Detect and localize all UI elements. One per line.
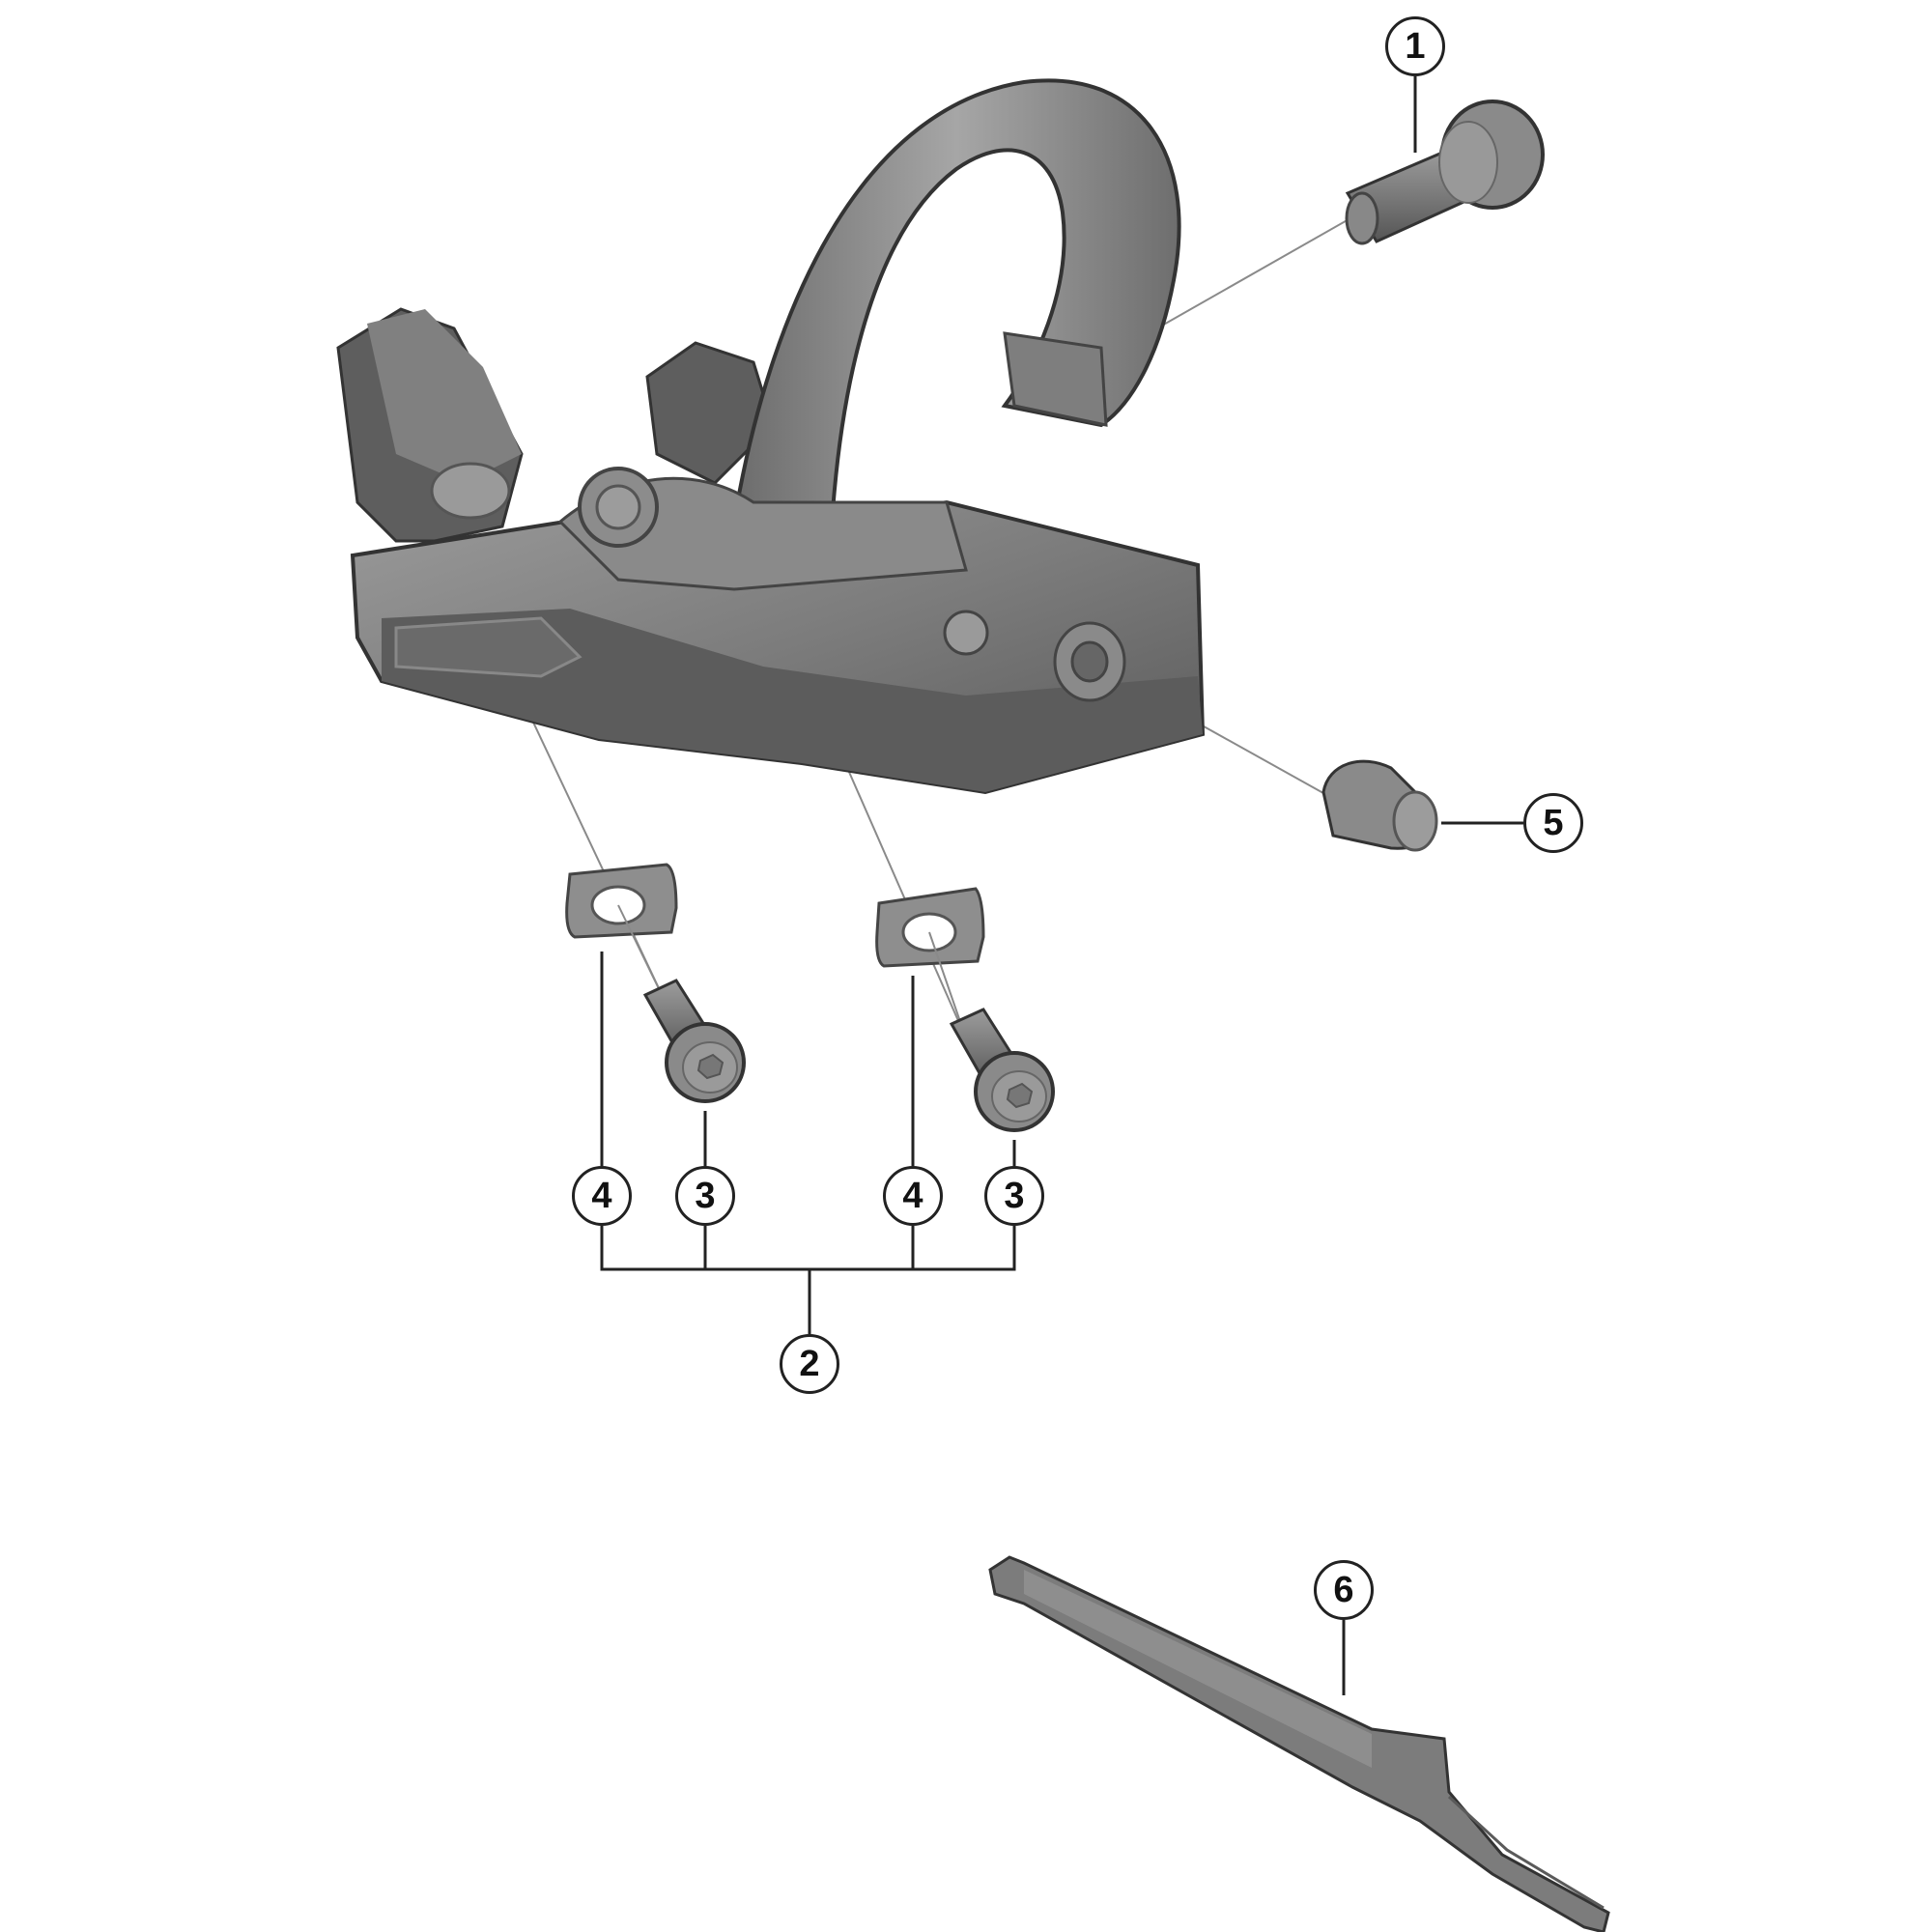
part-3-bolt-left (642, 979, 746, 1103)
callout-3-left: 3 (675, 1166, 735, 1226)
callout-3-right: 3 (984, 1166, 1044, 1226)
part-5-end-cap (1321, 759, 1438, 852)
part-1-clamp-bolt (1345, 99, 1545, 245)
callout-6: 6 (1314, 1560, 1374, 1620)
leader-lines (600, 76, 1523, 1695)
part-6-tool (988, 1555, 1610, 1932)
callout-5: 5 (1523, 793, 1583, 853)
callout-2: 2 (780, 1334, 839, 1394)
part-4-washer-right (875, 887, 985, 968)
part-4-washer-left (565, 863, 678, 939)
callout-4-right: 4 (883, 1166, 943, 1226)
lever-body (336, 78, 1206, 795)
part-3-bolt-right (949, 1008, 1055, 1132)
callout-1: 1 (1385, 16, 1445, 76)
callout-4-left: 4 (572, 1166, 632, 1226)
